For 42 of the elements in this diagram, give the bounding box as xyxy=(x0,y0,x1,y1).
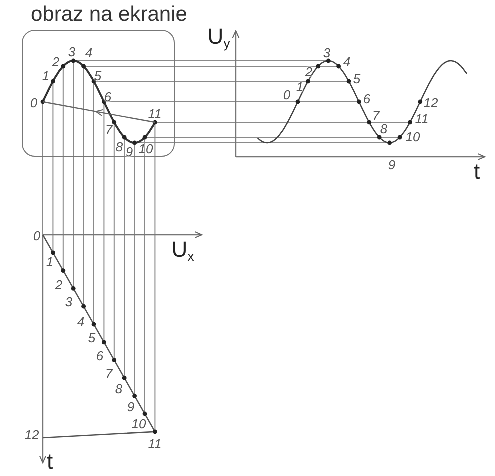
point-number: 2 xyxy=(52,56,60,68)
point-number: 4 xyxy=(85,46,93,60)
point-number: 0 xyxy=(283,88,291,102)
point-number: 4 xyxy=(343,56,351,68)
point-number: 1 xyxy=(42,70,50,82)
axis-label: t xyxy=(46,451,54,473)
point-number: 5 xyxy=(94,70,102,82)
point-number: 7 xyxy=(105,368,113,380)
point-number: 5 xyxy=(353,72,361,86)
point-number: 4 xyxy=(77,316,85,328)
point-number: 2 xyxy=(55,278,63,292)
axis-label: U$_{y}$ xyxy=(208,26,230,50)
axis-label: t xyxy=(474,161,480,183)
point-number: 6 xyxy=(363,92,371,106)
point-number: 7 xyxy=(372,110,380,122)
point-number: 11 xyxy=(415,112,429,126)
point-number: 11 xyxy=(148,438,162,450)
screen-heading: obraz na ekranie xyxy=(31,4,188,25)
axis-label: U$_{x}$ xyxy=(172,239,194,263)
point-number: 10 xyxy=(132,418,146,430)
point-number: 8 xyxy=(115,382,123,396)
point-number: 12 xyxy=(424,96,438,110)
point-number: 6 xyxy=(104,90,112,104)
point-number: 3 xyxy=(68,46,76,58)
point-number: 9 xyxy=(126,146,134,158)
point-number: 12 xyxy=(24,428,40,442)
point-number: 10 xyxy=(406,130,420,144)
point-number: 5 xyxy=(88,332,96,344)
point-number: 0 xyxy=(33,230,41,242)
point-number: 9 xyxy=(127,400,135,414)
point-number: 11 xyxy=(148,108,162,120)
point-number: 3 xyxy=(65,296,73,308)
point-number: 9 xyxy=(388,158,396,172)
point-number: 1 xyxy=(46,256,54,268)
point-number: 8 xyxy=(380,122,388,136)
point-number: 6 xyxy=(96,350,104,362)
point-number: 2 xyxy=(305,66,313,78)
point-number: 1 xyxy=(296,80,304,94)
point-number: 0 xyxy=(30,96,38,110)
point-number: 3 xyxy=(323,46,331,60)
point-number: 8 xyxy=(116,140,124,154)
point-number: 7 xyxy=(105,124,113,136)
